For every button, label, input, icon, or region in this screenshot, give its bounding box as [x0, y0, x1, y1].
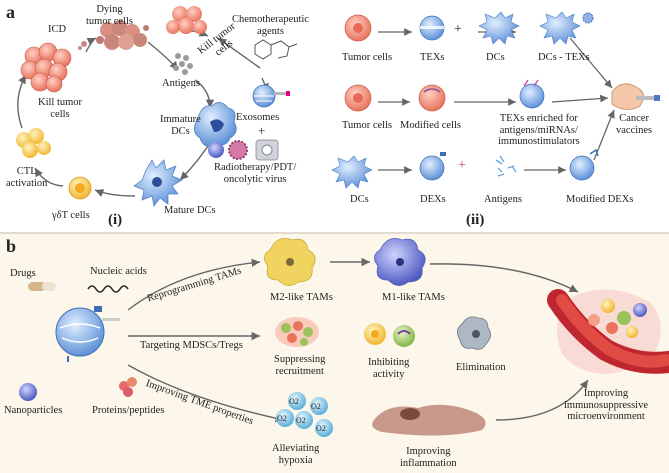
panel-b [0, 234, 669, 473]
panel-b-arrows [127, 257, 589, 423]
label-nucleic-acids: Nucleic acids [90, 266, 147, 277]
label-o2-4: O2 [296, 416, 306, 425]
cancer-vaccine-icon [611, 83, 660, 110]
label-ctl-activation: CTL activation [6, 166, 48, 189]
dying-tumor-cluster [78, 20, 149, 50]
m2-tam-icon [264, 237, 316, 286]
label-icd: ICD [48, 24, 67, 35]
label-targeting-mdscs: Targeting MDSCs/Tregs [140, 340, 243, 351]
label-antigens: Antigens [162, 78, 200, 89]
label-mature-dcs: Mature DCs [164, 205, 216, 216]
label-row1-plus: + [454, 22, 462, 37]
o2-bubbles [276, 392, 333, 437]
panel-a-sub-ii: (ii) [466, 212, 485, 228]
label-row1-tumor-cells: Tumor cells [342, 52, 393, 63]
elimination-cell [457, 316, 491, 350]
row2-icons [344, 79, 545, 112]
label-elimination: Elimination [456, 362, 506, 373]
microenvironment-icon [547, 289, 669, 374]
label-row2-texs-enriched: TEXs enriched for antigens/miRNAs/ immun… [498, 113, 580, 147]
label-immature-dcs: Immature DCs [160, 114, 201, 137]
label-kill-tumor-cells-left: Kill tumor cells [38, 97, 83, 120]
label-chemotherapeutic-agents: Chemotherapeutic agents [232, 14, 309, 37]
label-nanoparticles: Nanoparticles [4, 405, 63, 416]
top-tumor-cluster [166, 6, 207, 34]
label-dying-tumor-cells: Dying tumor cells [86, 4, 133, 27]
engineered-exosome [55, 306, 120, 362]
label-row3-plus: + [458, 158, 466, 173]
label-improving-inflammation: Improving inflammation [400, 446, 457, 469]
label-improving-immuno: Improving immunosuppressive microenviron… [564, 388, 648, 422]
label-radiotherapy: Radiotherapy/PDT/ oncolytic virus [214, 162, 297, 185]
label-row2-tumor-cells: Tumor cells [342, 120, 393, 131]
label-row3-antigens: Antigens [484, 194, 522, 205]
panel-b-letter: b [6, 236, 17, 256]
label-m1-tams: M1-like TAMs [382, 292, 445, 303]
label-drugs: Drugs [10, 268, 36, 279]
label-gdt-cells: γδT cells [52, 210, 90, 221]
mature-dc [133, 159, 183, 207]
label-row2-modified-cells: Modified cells [400, 120, 461, 131]
m1-tam-icon [374, 237, 426, 286]
inflammation-tissue [372, 404, 486, 436]
chemo-molecule [254, 39, 298, 60]
label-o2-2: O2 [311, 402, 321, 411]
radiotherapy-icons [208, 139, 279, 161]
protein-icon [119, 377, 137, 397]
label-m2-tams: M2-like TAMs [270, 292, 333, 303]
label-row3-dcs: DCs [350, 194, 369, 205]
drugs-icon [28, 282, 56, 291]
label-inhibiting-activity: Inhibiting activity [368, 357, 410, 380]
panel-a-letter: a [6, 2, 15, 22]
nanoparticle-icon [19, 383, 37, 401]
gdt-cell [68, 176, 92, 200]
antigen-dots [173, 53, 193, 75]
nucleic-acid-icon [87, 285, 129, 293]
ctl-cluster [16, 128, 51, 158]
label-exosomes: Exosomes [236, 112, 280, 123]
label-row1-texs: TEXs [420, 52, 445, 63]
row1-icons [344, 11, 594, 45]
label-alleviating-hypoxia: Alleviating hypoxia [272, 443, 320, 466]
label-plus-cycle: + [258, 123, 266, 138]
inhibiting-activity-cells [364, 323, 415, 347]
label-cancer-vaccines: Cancer vaccines [616, 113, 653, 136]
panel-separator [0, 232, 669, 234]
recruitment-cluster [275, 317, 319, 347]
label-suppressing-recruitment: Suppressing recruitment [274, 354, 326, 377]
row3-icons [331, 148, 599, 189]
label-row3-dexs: DEXs [420, 194, 446, 205]
exosome-icon [252, 84, 290, 108]
label-o2-5: O2 [316, 424, 326, 433]
label-row1-dcs: DCs [486, 52, 505, 63]
icd-tumor-cluster [20, 42, 72, 93]
cycle-arrows [17, 28, 269, 198]
panel-a-sub-i: (i) [108, 212, 123, 228]
label-row1-dcs-texs: DCs - TEXs [538, 52, 590, 63]
label-row3-modified-dexs: Modified DEXs [566, 194, 634, 205]
immature-dc [194, 102, 237, 147]
label-proteins-peptides: Proteins/peptides [92, 405, 165, 416]
label-o2-3: O2 [277, 414, 287, 423]
label-o2-1: O2 [289, 397, 299, 406]
